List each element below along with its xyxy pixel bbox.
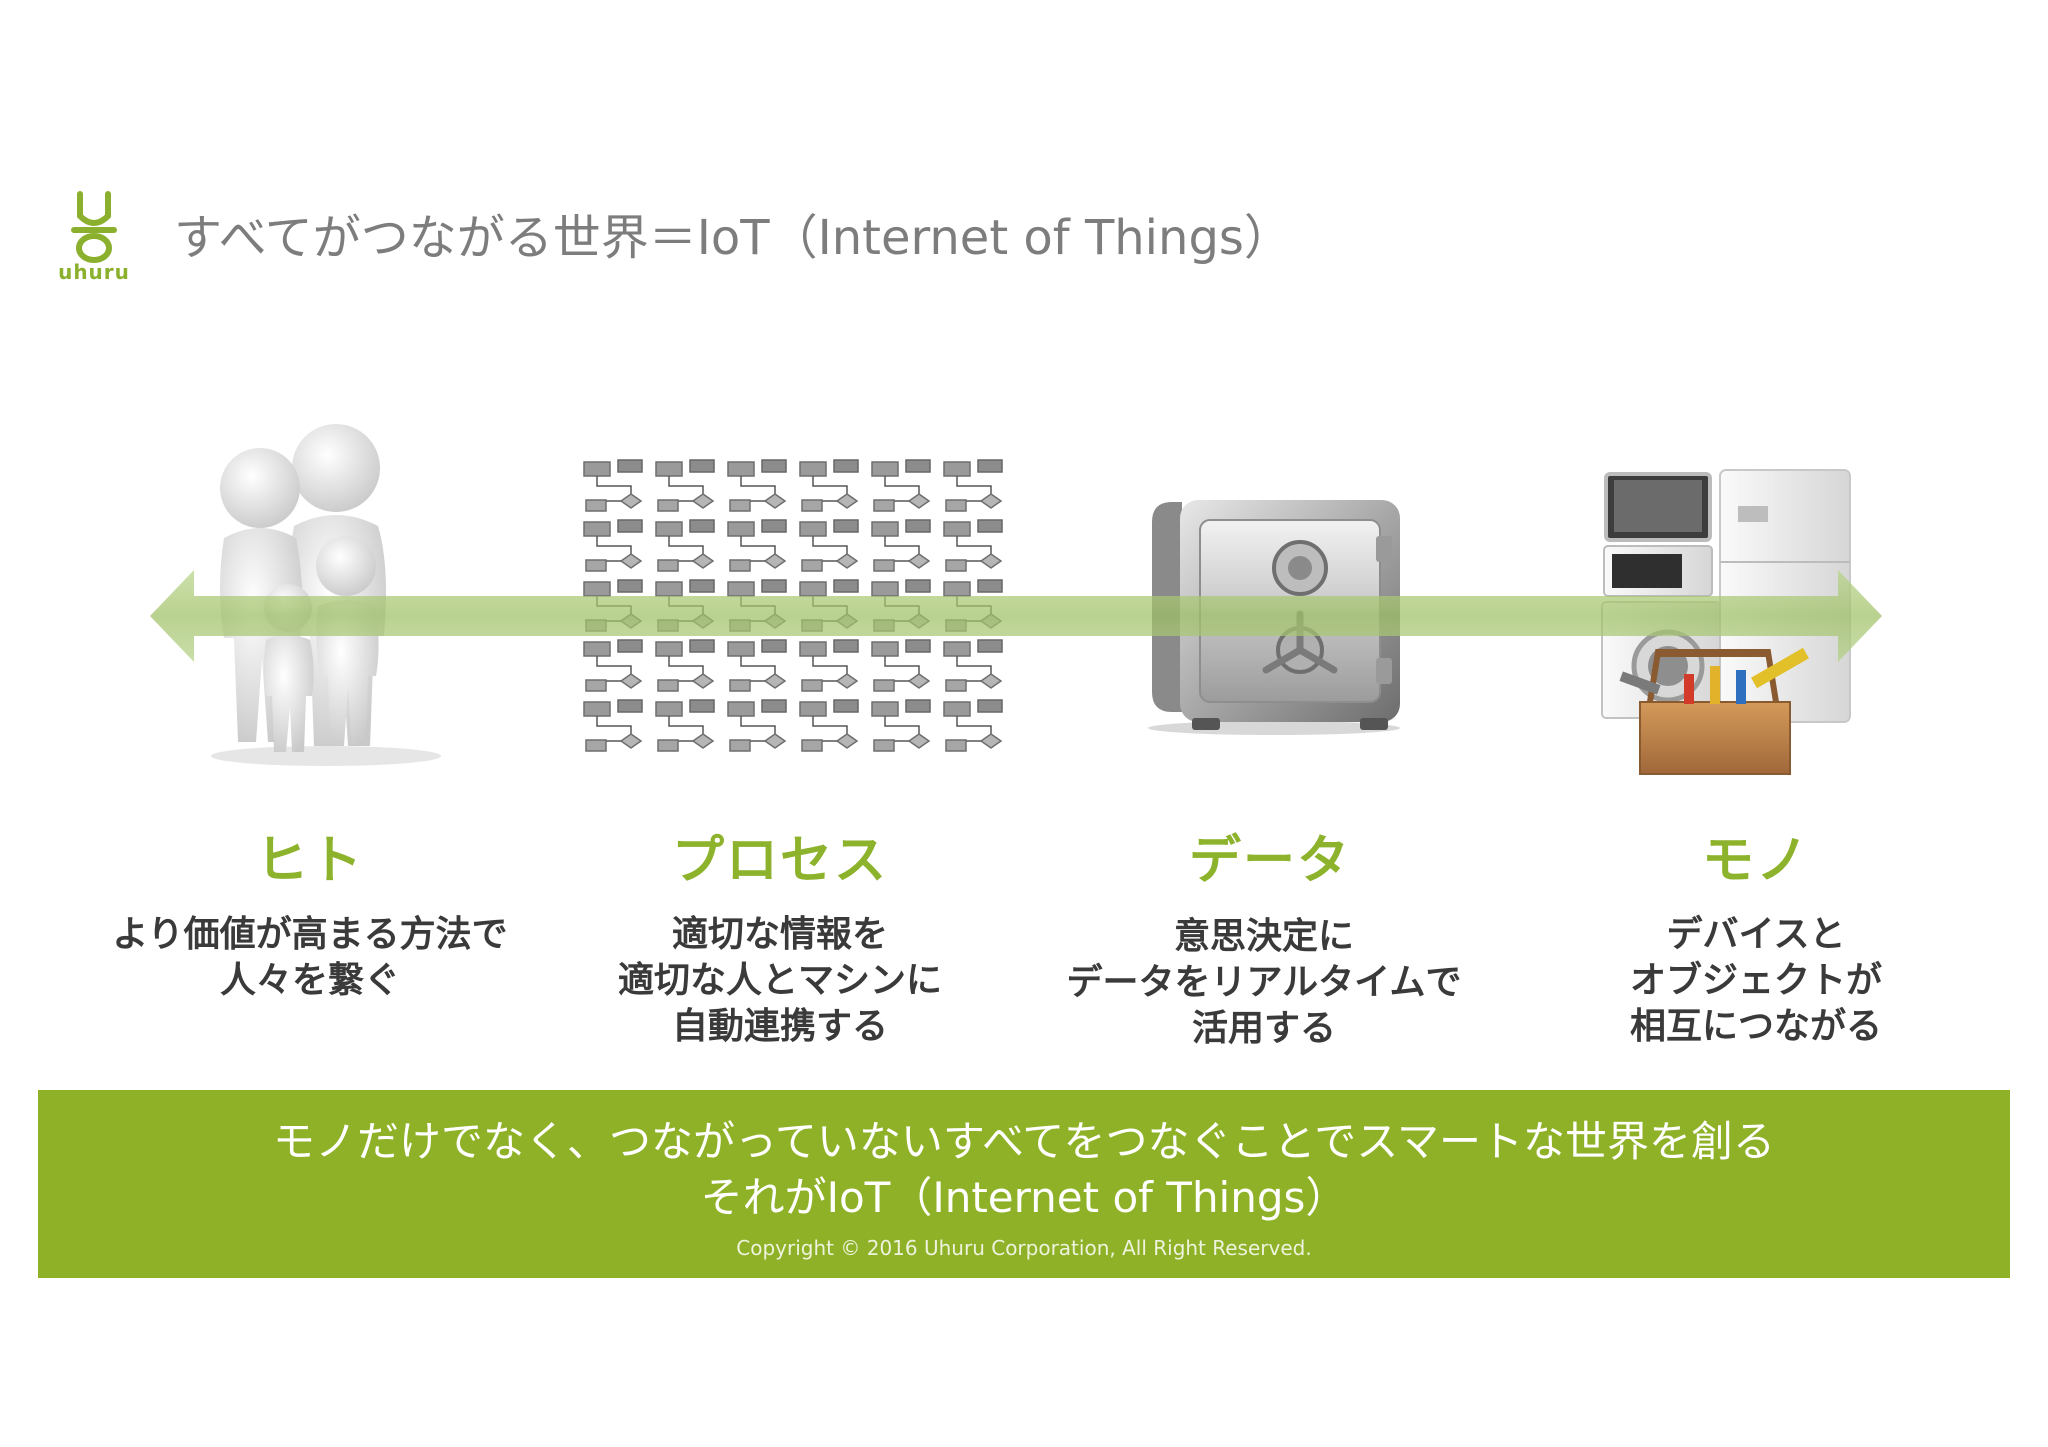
description-line: より価値が高まる方法で [112, 914, 508, 955]
description-line: 自動連携する [671, 1006, 888, 1047]
description-line: オブジェクトが [1629, 960, 1882, 1001]
description-line: 適切な情報を [671, 914, 888, 955]
page-title: すべてがつながる世界＝IoT（Internet of Things） [174, 210, 1292, 266]
banner-line-1: モノだけでなく、つながっていないすべてをつなぐことでスマートな世界を創る [273, 1117, 1775, 1166]
description-line: 活用する [1191, 1008, 1336, 1049]
double-headed-arrow-icon [150, 570, 1882, 662]
people-family-illustration [211, 424, 441, 766]
description-line: 相互につながる [1629, 1006, 1882, 1047]
description-line: 人々を繋ぐ [219, 960, 400, 1001]
column-title-process: プロセス [671, 831, 888, 891]
safe-illustration [1148, 500, 1400, 735]
column-title-mono: モノ [1701, 831, 1810, 891]
description-line: 意思決定に [1173, 916, 1354, 957]
uhuru-logo-icon [71, 191, 117, 263]
column-description-process: 適切な情報を 適切な人とマシンに 自動連携する [540, 912, 1020, 1050]
copyright-text: Copyright © 2016 Uhuru Corporation, All … [736, 1236, 1312, 1260]
description-line: デバイスと [1666, 914, 1846, 955]
column-description-data: 意思決定に データをリアルタイムで 活用する [1024, 914, 1504, 1052]
column-title-hito: ヒト [255, 831, 364, 891]
description-line: 適切な人とマシンに [617, 960, 942, 1001]
description-line: データをリアルタイムで [1066, 962, 1462, 1003]
summary-banner: モノだけでなく、つながっていないすべてをつなぐことでスマートな世界を創る それが… [38, 1090, 2010, 1278]
column-title-data: データ [1188, 831, 1351, 891]
logo-wordmark: uhuru [58, 260, 130, 284]
column-description-mono: デバイスと オブジェクトが 相互につながる [1516, 912, 1996, 1050]
column-description-hito: より価値が高まる方法で 人々を繋ぐ [70, 912, 550, 1004]
banner-line-2: それがIoT（Internet of Things） [700, 1173, 1348, 1222]
